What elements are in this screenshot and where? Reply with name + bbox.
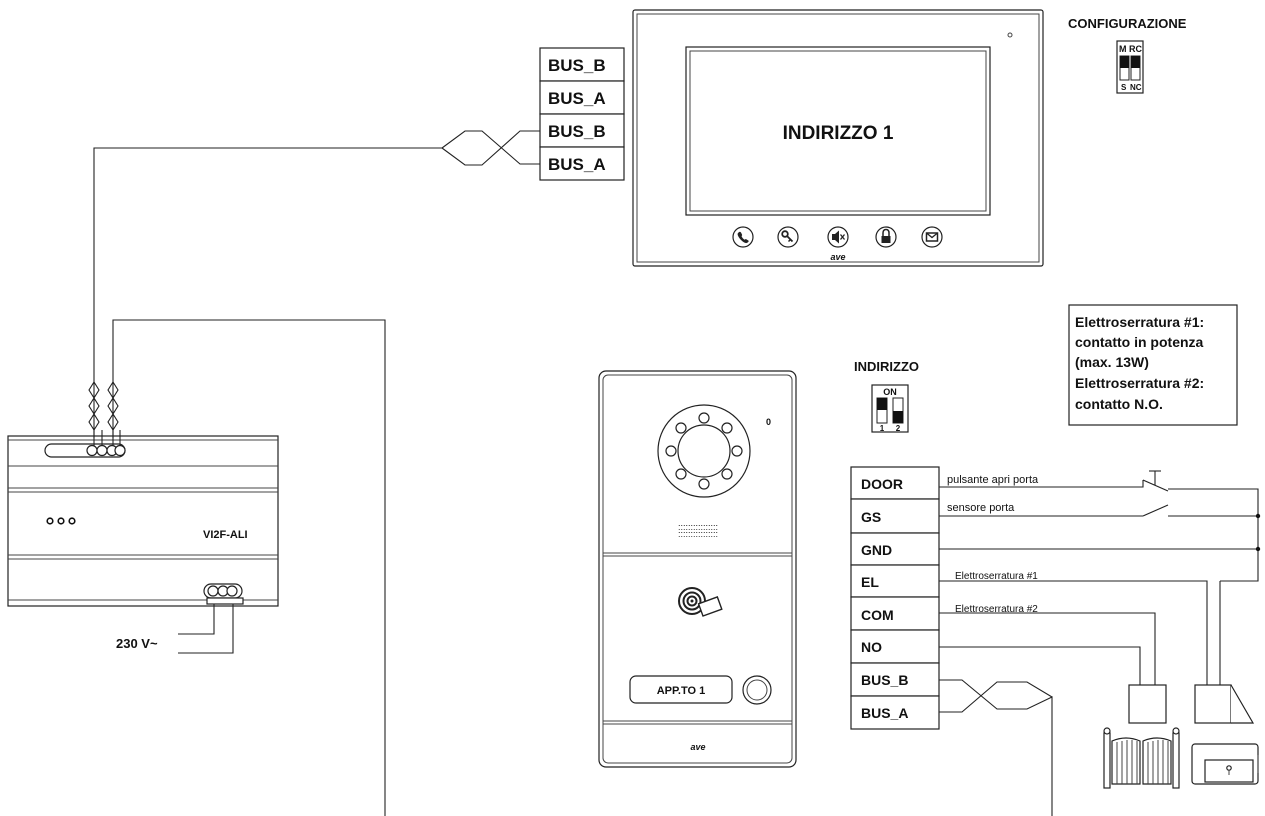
monitor-brand-logo: ave — [830, 252, 845, 262]
door-terminal-label: BUS_B — [861, 672, 908, 688]
phone-icon — [737, 231, 749, 244]
address-switch-label: ON — [883, 387, 897, 397]
monitor-mute-button[interactable] — [827, 226, 849, 248]
door-release-pushbutton — [939, 470, 1259, 582]
door-terminal-block: DOOR GS GND EL COM NO BUS_B BUS_A — [850, 466, 940, 730]
config-switch-label: M — [1119, 44, 1127, 54]
config-switch-title: CONFIGURAZIONE — [1068, 16, 1187, 31]
mail-icon — [925, 232, 939, 242]
door-terminal-label: COM — [861, 607, 894, 623]
monitor-phone-button[interactable] — [732, 226, 754, 248]
config-switch-label: RC — [1129, 44, 1142, 54]
wire-label-com: Elettroserratura #2 — [955, 604, 1038, 615]
note-line: (max. 13W) — [1075, 354, 1149, 370]
electric-lock-icon — [1191, 743, 1259, 785]
note-line: Elettroserratura #1: — [1075, 314, 1204, 330]
address-switch-title: INDIRIZZO — [854, 359, 919, 374]
door-terminal-label: GS — [861, 509, 881, 525]
key-icon — [781, 230, 794, 243]
monitor-key-button[interactable] — [777, 226, 799, 248]
name-tag-label: APP.TO 1 — [657, 685, 706, 697]
note-line: contatto N.O. — [1075, 396, 1163, 412]
wire-label-gs: sensore porta — [947, 502, 1015, 514]
power-supply-unit: VI2F-ALI — [7, 435, 279, 607]
note-line: Elettroserratura #2: — [1075, 375, 1204, 391]
mute-icon — [832, 230, 846, 244]
svg-text:0: 0 — [766, 417, 771, 427]
lock-icon — [881, 228, 891, 243]
door-terminal-label: EL — [861, 574, 879, 590]
rfid-reader-icon — [678, 587, 723, 617]
gate-lock-actuator — [1103, 684, 1180, 789]
speaker-grill: :::::::::::::::: :::::::::::::::: — [678, 522, 718, 539]
config-dip-switch: CONFIGURAZIONE M RC S NC — [1068, 16, 1187, 94]
door-station: 0 :::::::::::::::: :::::::::::::::: — [598, 370, 797, 768]
address-switch-label: 1 — [880, 424, 885, 433]
wire-label-el: Elettroserratura #1 — [955, 571, 1038, 582]
svg-text:::::::::::::::::: :::::::::::::::: — [678, 529, 718, 539]
monitor-terminal-label: BUS_B — [548, 56, 606, 75]
gate-icon — [1103, 727, 1180, 789]
config-switch-label: NC — [1130, 83, 1142, 92]
monitor-screen-label: INDIRIZZO 1 — [783, 123, 894, 144]
video-monitor: INDIRIZZO 1 — [632, 9, 1044, 267]
power-supply-model: VI2F-ALI — [203, 529, 248, 541]
note-line: contatto in potenza — [1075, 334, 1204, 350]
call-button[interactable] — [742, 675, 772, 705]
address-switch-label: 2 — [896, 424, 901, 433]
monitor-bus-cable — [88, 130, 540, 446]
door-terminal-label: NO — [861, 639, 882, 655]
door-sensor-contact — [939, 504, 1261, 519]
svg-text:::::::::::::::::: :::::::::::::::: — [678, 522, 718, 532]
door-bus-cable — [107, 319, 386, 816]
electric-lock-actuator — [1191, 684, 1259, 785]
wire-label-door: pulsante apri porta — [947, 474, 1039, 486]
lock-note: Elettroserratura #1: contatto in potenza… — [1068, 304, 1238, 426]
address-dip-switch: INDIRIZZO ON 1 2 — [854, 359, 919, 433]
monitor-terminal-label: BUS_A — [548, 155, 606, 174]
monitor-mail-button[interactable] — [921, 226, 943, 248]
mains-voltage-label: 230 V~ — [116, 636, 158, 651]
monitor-terminal-label: BUS_A — [548, 89, 606, 108]
monitor-lock-button[interactable] — [875, 226, 897, 248]
door-terminal-label: GND — [861, 542, 892, 558]
config-switch-label: S — [1121, 83, 1127, 92]
name-tag: APP.TO 1 — [629, 675, 733, 704]
door-terminal-label: DOOR — [861, 476, 903, 492]
status-leds — [46, 517, 76, 525]
door-bus-twist — [939, 679, 1053, 816]
monitor-terminal-block: BUS_B BUS_A BUS_B BUS_A — [539, 47, 625, 181]
camera-lens — [657, 404, 751, 498]
monitor-terminal-label: BUS_B — [548, 122, 606, 141]
door-station-brand-logo: ave — [690, 742, 705, 752]
door-terminal-label: BUS_A — [861, 705, 908, 721]
